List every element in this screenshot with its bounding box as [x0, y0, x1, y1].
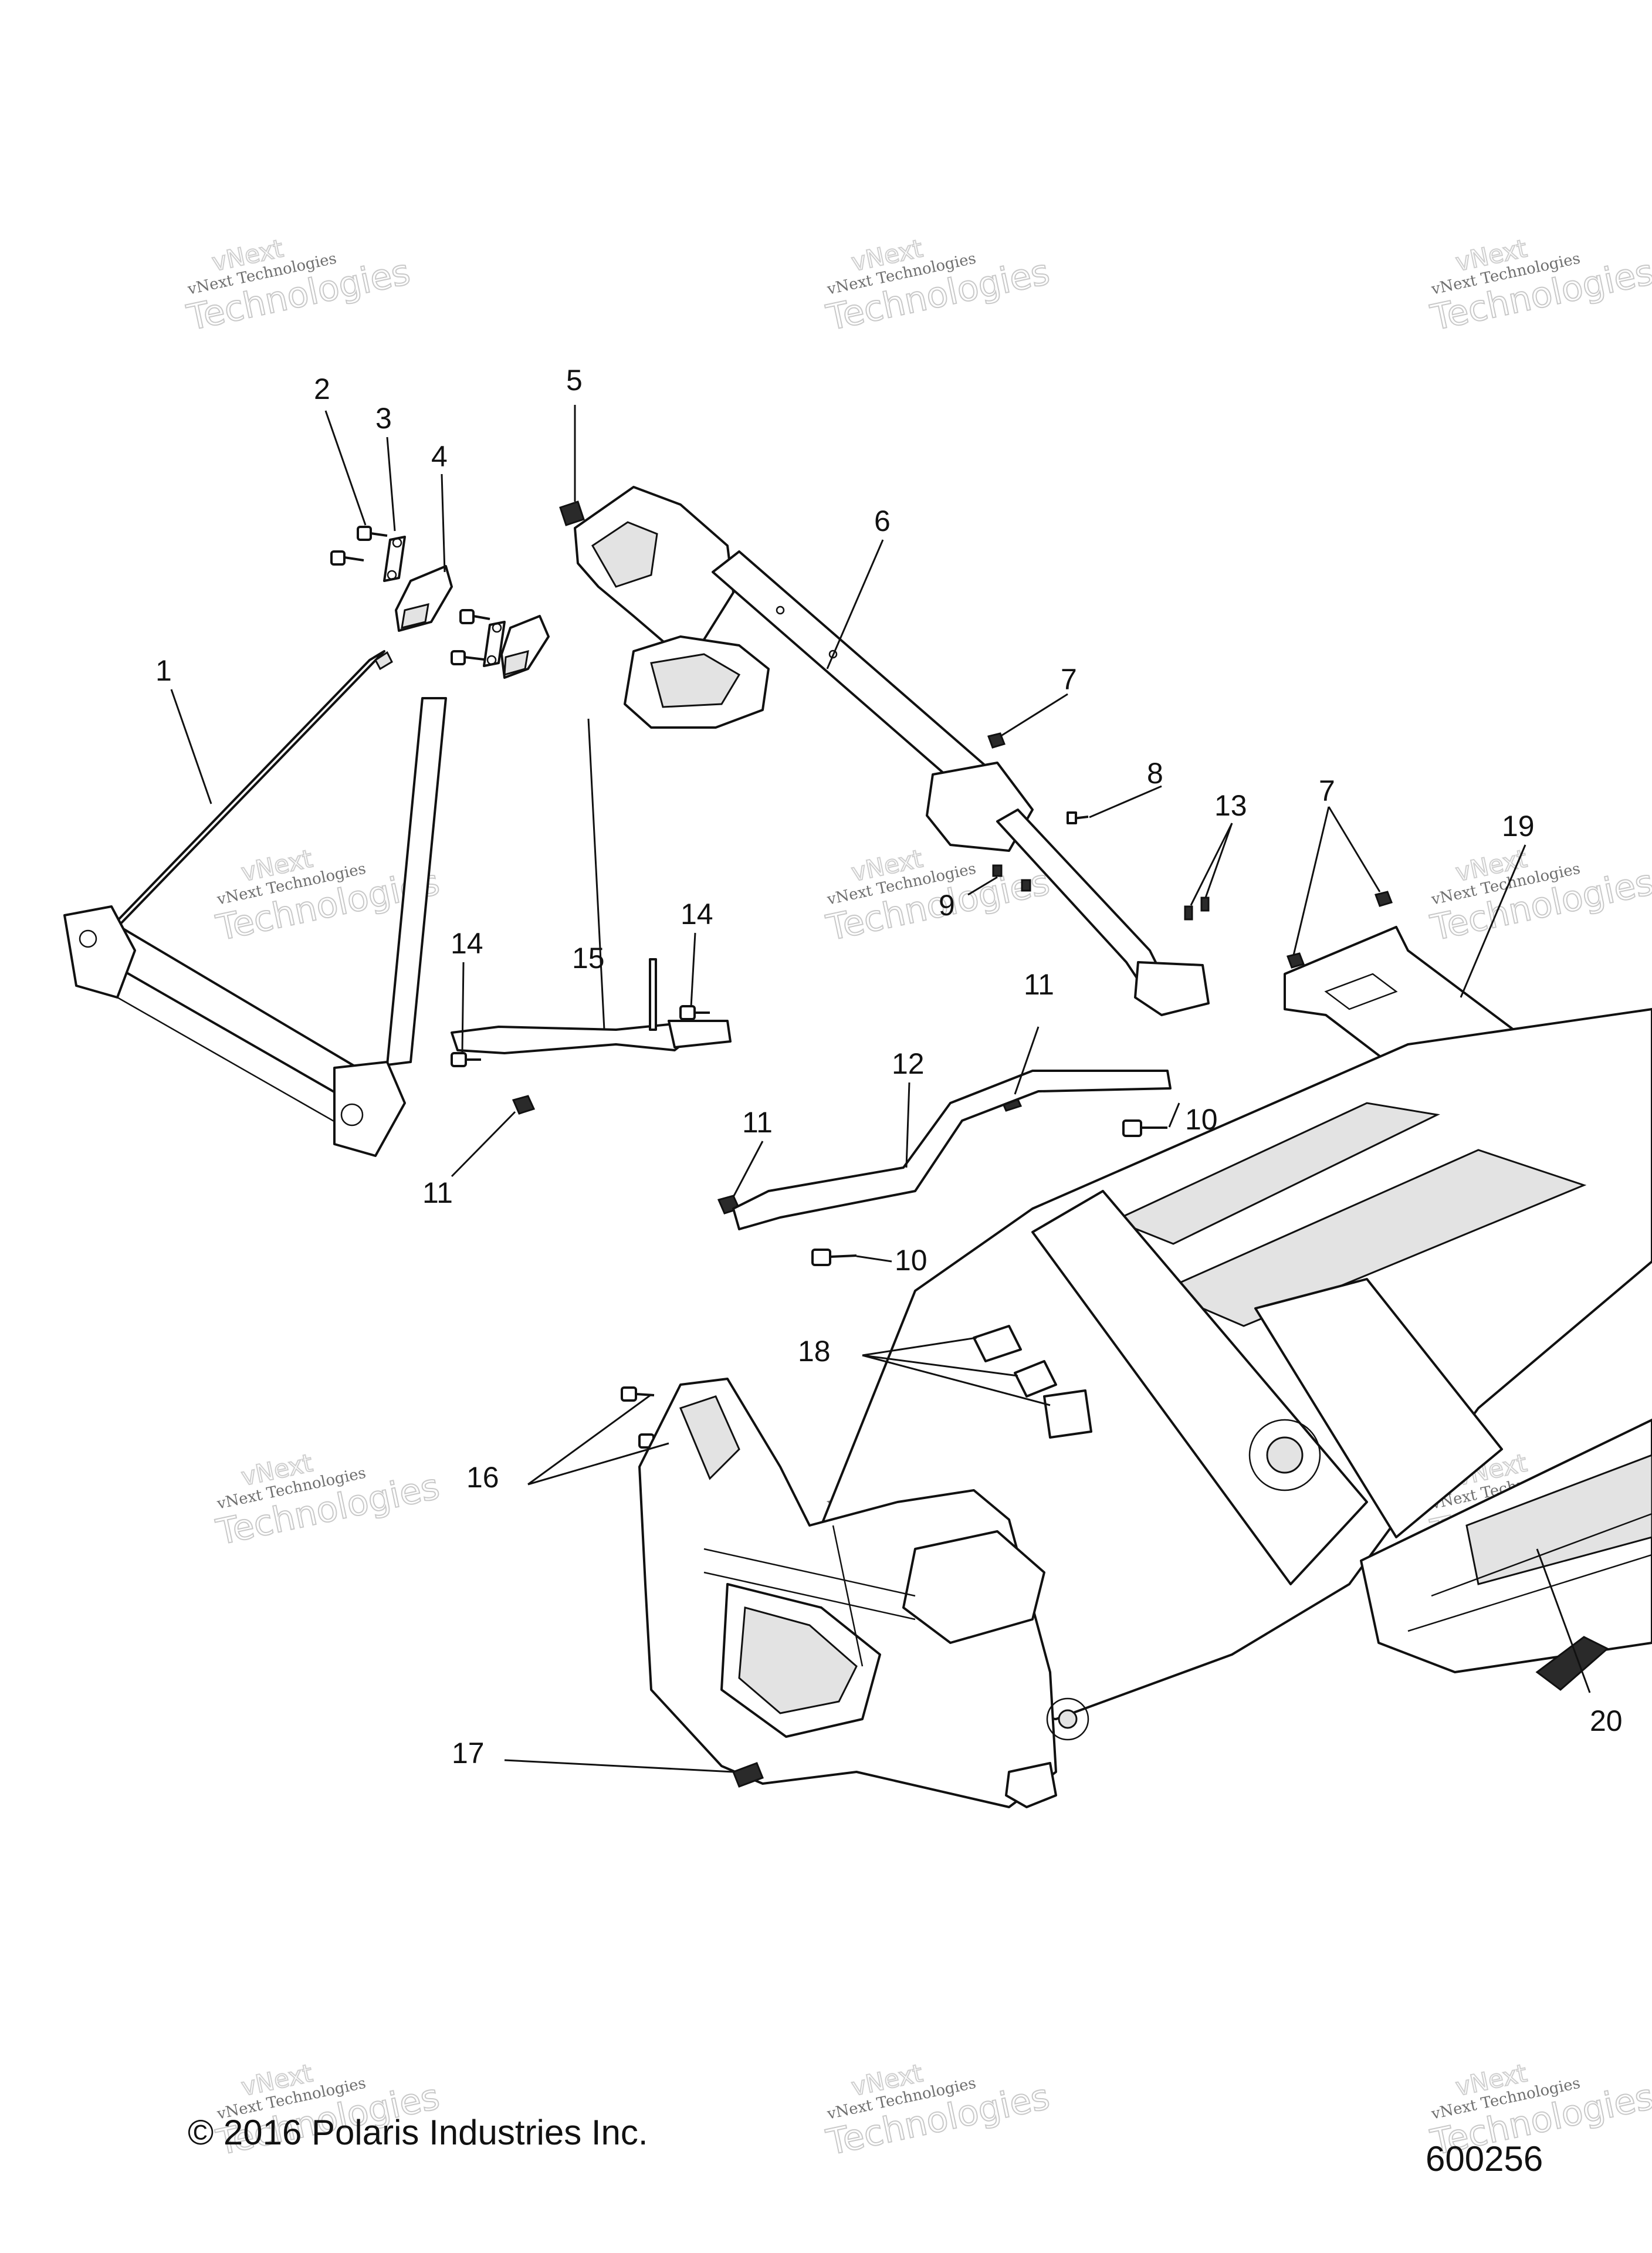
callout-6: 6: [874, 505, 891, 537]
callout-10a: 10: [1185, 1103, 1218, 1136]
part-2-bolt: [330, 526, 490, 665]
part-10-bolt: [811, 1119, 1167, 1266]
watermark: vNext vNext Technologies Technologies: [822, 2058, 1054, 2164]
callout-5: 5: [566, 364, 583, 397]
part-6-upper-column: [574, 486, 1210, 1016]
part-7-nut: [987, 732, 1393, 969]
callout-11a: 11: [422, 1176, 453, 1209]
part-13-screw-pair: [1184, 897, 1210, 921]
callout-17: 17: [452, 1737, 485, 1770]
callout-18: 18: [798, 1335, 831, 1368]
part-17-front-bulkhead: [638, 1378, 1089, 1808]
part-12-drag-link: [732, 1070, 1172, 1230]
callout-4: 4: [431, 440, 448, 473]
callout-7b: 7: [1319, 774, 1335, 807]
part-3-link-plate: [383, 536, 506, 667]
callout-2: 2: [314, 373, 330, 405]
callout-8: 8: [1147, 757, 1163, 790]
callout-1: 1: [155, 654, 172, 687]
leader-lines: [170, 405, 1591, 1773]
watermark: vNext vNext Technologies Technologies: [1427, 233, 1652, 339]
callout-7a: 7: [1061, 663, 1077, 696]
callout-10b: 10: [895, 1244, 927, 1277]
part-4-bracket: [395, 565, 550, 679]
part-8-screw: [1067, 811, 1089, 824]
part-5-fastener: [559, 500, 585, 526]
callout-9: 9: [939, 889, 955, 922]
watermark: vNext vNext Technologies Technologies: [1427, 843, 1652, 949]
figure-id: 600256: [1426, 2139, 1543, 2178]
part-14-bolt: [451, 1005, 710, 1067]
watermark: vNext vNext Technologies Technologies: [212, 1447, 444, 1554]
callout-15: 15: [572, 942, 605, 975]
copyright-notice: © 2016 Polaris Industries Inc.: [188, 2113, 648, 2152]
callout-3: 3: [375, 402, 392, 435]
watermark: vNext vNext Technologies Technologies: [822, 233, 1054, 339]
part-15-tie-rod: [451, 958, 732, 1054]
callout-11b: 11: [1024, 968, 1054, 1001]
callout-11c: 11: [742, 1106, 773, 1139]
callout-14b: 14: [681, 898, 713, 931]
callout-labels: 1 2 3 4 5 6 7 7 8 9 10 10 11 11 11 12 13…: [155, 364, 1623, 1770]
watermark: vNext vNext Technologies Technologies: [1427, 2058, 1652, 2164]
callout-12: 12: [892, 1047, 925, 1080]
part-1-strut-assembly: [63, 650, 447, 1157]
part-9-screw: [992, 864, 1031, 892]
part-20-chassis-tunnel: [820, 1008, 1652, 1720]
callout-19: 19: [1502, 810, 1535, 843]
callout-16: 16: [466, 1461, 499, 1494]
callout-13: 13: [1214, 789, 1247, 822]
callout-14a: 14: [451, 927, 483, 960]
part-18-clip: [973, 1325, 1092, 1439]
callout-20: 20: [1590, 1704, 1623, 1737]
watermark: vNext vNext Technologies Technologies: [183, 233, 415, 339]
